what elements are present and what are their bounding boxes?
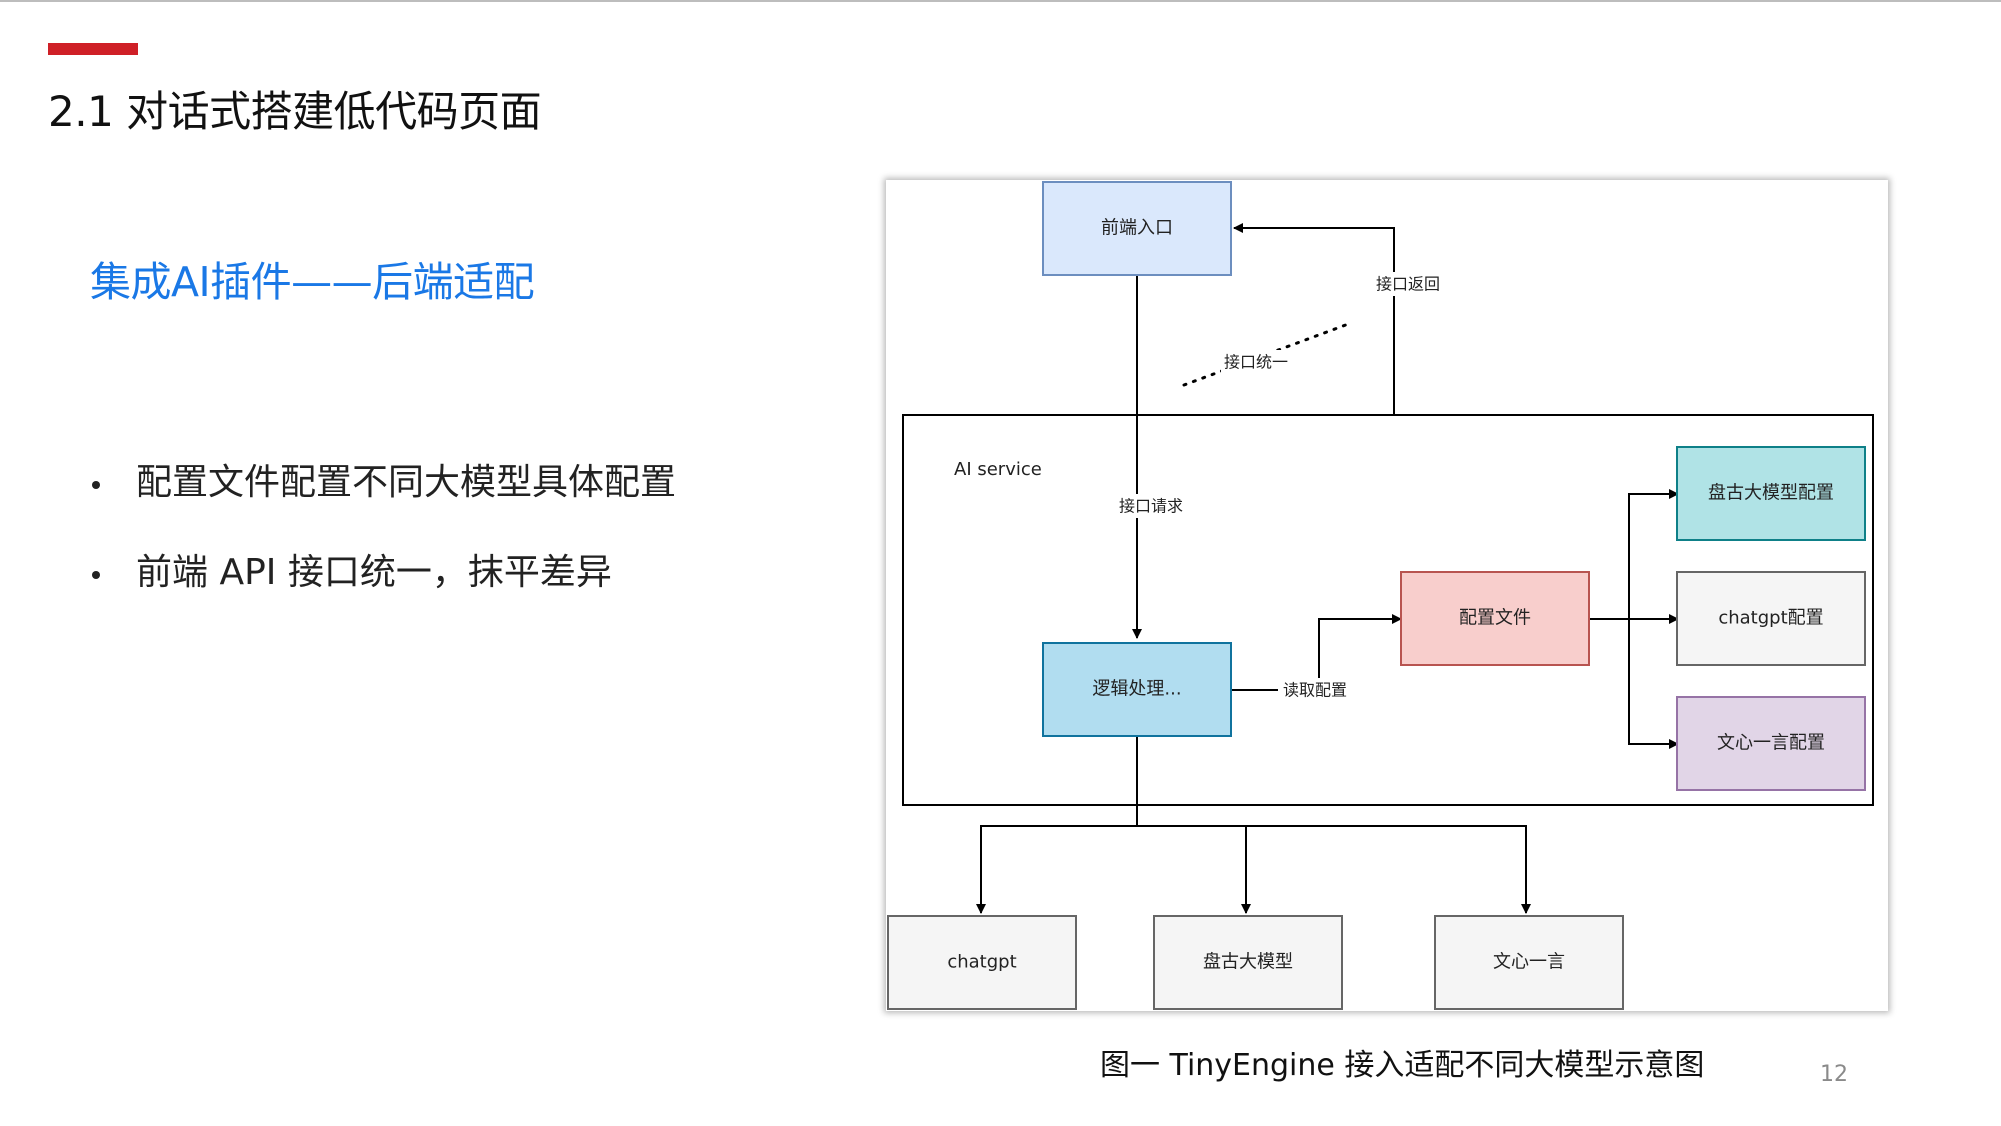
wenxin-config-node	[1676, 696, 1866, 791]
wenxin-model-node	[1434, 915, 1624, 1010]
frontend-node-label: 前端入口	[1101, 218, 1173, 239]
request-label-bg	[1116, 494, 1186, 518]
slide-title: 2.1 对话式搭建低代码页面	[48, 87, 542, 136]
bullet-list: 配置文件配置不同大模型具体配置 前端 API 接口统一，抹平差异	[88, 458, 676, 638]
config-file-node-label: 配置文件	[1459, 608, 1531, 629]
logic-node-label: 逻辑处理...	[1092, 679, 1181, 700]
config-file-node	[1400, 571, 1590, 666]
page-number: 12	[1820, 1062, 1848, 1087]
diagram-connectors	[976, 223, 1679, 914]
return-label-bg	[1373, 272, 1443, 296]
chatgpt-config-node-label: chatgpt配置	[1718, 608, 1823, 629]
model-edge-pangu	[1137, 825, 1251, 914]
ai-service-label: AI service	[954, 459, 1042, 480]
diagram-canvas: AI service 接口返回	[887, 181, 1874, 1010]
pangu-config-node	[1676, 446, 1866, 541]
chatgpt-model-node-label: chatgpt	[947, 952, 1016, 973]
return-edge	[1233, 223, 1395, 415]
return-label: 接口返回	[1376, 275, 1440, 294]
architecture-diagram: AI service 接口返回	[886, 180, 1888, 1011]
frontend-node	[1042, 181, 1232, 276]
unify-label-bg	[1221, 350, 1291, 374]
config-edge-wenxin	[1628, 619, 1679, 749]
bullet-item: 前端 API 接口统一，抹平差异	[88, 548, 676, 638]
pangu-config-node-label: 盘古大模型配置	[1708, 483, 1834, 504]
pangu-model-node	[1153, 915, 1343, 1010]
read-config-label-bg	[1278, 678, 1352, 702]
title-accent-bar	[48, 43, 138, 55]
wenxin-config-node-label: 文心一言配置	[1717, 733, 1825, 754]
unify-label: 接口统一	[1224, 353, 1288, 372]
diagram-nodes	[887, 181, 1866, 1010]
bullet-text: 前端 API 接口统一，抹平差异	[136, 552, 612, 593]
read-config-label: 读取配置	[1283, 681, 1347, 700]
request-label: 接口请求	[1119, 497, 1183, 516]
logic-node	[1042, 642, 1232, 737]
bullet-dot-icon	[92, 571, 100, 579]
figure-caption: 图一 TinyEngine 接入适配不同大模型示意图	[1100, 1048, 1705, 1083]
chatgpt-model-node	[887, 915, 1077, 1010]
model-edge-chatgpt	[976, 735, 1138, 914]
wenxin-model-node-label: 文心一言	[1493, 952, 1565, 973]
bullet-text: 配置文件配置不同大模型具体配置	[136, 462, 677, 503]
model-edge-wenxin	[1246, 825, 1531, 914]
chatgpt-config-node	[1676, 571, 1866, 666]
bullet-dot-icon	[92, 481, 100, 489]
read-config-edge	[1232, 614, 1402, 691]
bullet-item: 配置文件配置不同大模型具体配置	[88, 458, 676, 548]
top-border	[0, 0, 2001, 2]
ai-service-container	[902, 414, 1874, 806]
pangu-model-node-label: 盘古大模型	[1203, 952, 1293, 973]
slide-subtitle: 集成AI插件——后端适配	[90, 258, 535, 306]
config-edge-pangu	[1628, 489, 1679, 619]
